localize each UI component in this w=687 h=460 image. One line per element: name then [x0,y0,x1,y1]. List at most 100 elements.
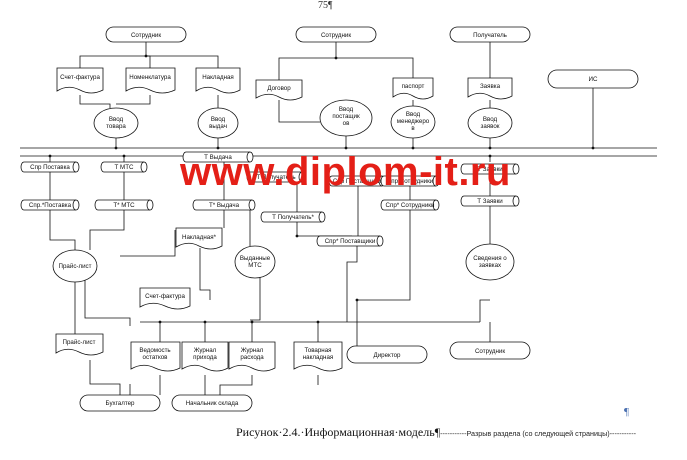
process-vvod-tovara: Ввод товара [93,107,139,139]
document-nakladnaya-star: Накладная* [175,227,223,250]
terminator-sotrudnik-top-left: Сотрудник [105,26,187,43]
svg-text:Спр Поставщики: Спр Поставщики [333,178,382,185]
store-t-vydacha: Т Выдача [182,151,254,163]
document-price-list-2: Прайс-лист [55,333,104,356]
document-vedomost-ostatkov: Ведомость остатков [130,341,181,372]
store-spr-sotrudniki: Спр Сотрудники [380,175,440,187]
document-tovarnaya-nakladnaya: Товарная накладная [293,341,343,372]
svg-text:Т Выдача: Т Выдача [204,154,232,161]
svg-text:Т МТС: Т МТС [115,164,134,171]
page-number: 75¶ [318,0,333,11]
information-model-diagram: Сотрудник Сотрудник Получатель ИС Директ… [20,26,657,412]
svg-text:Накладная: Накладная [202,74,234,81]
svg-text:паспорт: паспорт [402,83,425,90]
svg-text:Т Получатель: Т Получатель [256,174,295,181]
svg-text:Т Заявки: Т Заявки [477,198,503,205]
svg-text:МТС: МТС [248,262,262,269]
svg-text:Счет-фактура: Счет-фактура [60,74,100,81]
svg-text:заявках: заявках [479,262,502,269]
store-spr-postavshchiki-star: Спр* Поставщики [316,235,384,247]
document-zhurnal-rashoda: Журнал расхода [228,341,276,372]
store-spr-postavka-star: Спр.*Поставка [20,199,80,211]
document-pasport: паспорт [392,77,434,100]
document-schet-faktura-top: Счет-фактура [56,67,104,94]
store-t-mts-star: Т* МТС [94,199,154,211]
svg-text:Ввод: Ввод [211,116,226,123]
process-vvod-vydach: Ввод выдач [197,107,239,139]
figure-caption: Рисунок·2.4.·Информационная·модель¶-----… [236,425,636,440]
svg-text:Спр* Сотрудники: Спр* Сотрудники [386,202,435,209]
svg-text:заявок: заявок [481,123,500,130]
svg-text:Номенклатура: Номенклатура [129,74,171,81]
svg-text:Спр.*Поставка: Спр.*Поставка [29,202,72,209]
svg-text:Товарная: Товарная [304,347,331,354]
pilcrow-mark: ¶ [624,406,629,418]
store-t-mts: Т МТС [100,161,148,173]
terminator-buhgalter: Бухгалтер [79,394,161,412]
terminator-sotrudnik-bottom: Сотрудник [449,341,531,360]
store-t-poluchatel: Т Получатель [246,171,306,183]
terminator-direktor: Директор [346,345,428,364]
svg-text:Ввод: Ввод [483,116,498,123]
svg-text:товара: товара [106,123,126,130]
document-zayavka: Заявка [467,77,513,100]
sotrudnik-top-mid-label: Сотрудник [321,32,351,39]
svg-text:в: в [411,125,415,132]
terminator-nachalnik-sklada: Начальник склада [171,394,253,412]
watermark: www.diplom-it.ru [180,150,511,194]
svg-text:Журнал: Журнал [241,347,264,354]
svg-text:Выданные: Выданные [240,255,271,262]
store-t-vydacha-star: Т* Выдача [192,199,256,211]
store-t-zayavki: Т Заявки [460,163,520,175]
svg-text:Спр Поставка: Спр Поставка [30,164,70,171]
svg-text:Накладная*: Накладная* [182,234,217,241]
svg-text:Журнал: Журнал [194,347,217,354]
document-dogovor: Договор [255,79,303,101]
document-nakladnaya-top: Накладная [195,67,241,94]
direktor-label: Директор [374,352,402,359]
is-label: ИС [589,76,598,83]
svg-text:Прайс-лист: Прайс-лист [63,339,96,346]
buhgalter-label: Бухгалтер [106,400,135,407]
process-price-list-1: Прайс-лист [52,249,98,283]
sotrudnik-bottom-label: Сотрудник [475,348,505,355]
svg-text:менеджеро: менеджеро [397,118,430,125]
process-vydannye-mts: Выданные МТС [234,245,276,279]
nachalnik-sklada-label: Начальник склада [186,400,239,407]
svg-text:накладная: накладная [303,354,334,361]
svg-text:расхода: расхода [240,354,264,361]
terminator-poluchatel: Получатель [449,26,531,43]
section-break-label: -----------Разрыв раздела (со следующей … [440,429,636,438]
store-t-poluchatel-star: Т Получатель* [260,211,326,223]
svg-text:Спр Сотрудники: Спр Сотрудники [387,178,434,185]
sotrudnik-top-left-label: Сотрудник [131,32,161,39]
svg-text:прихода: прихода [193,354,217,361]
document-schet-faktura-mid: Счет-фактура [139,287,191,310]
svg-text:Договор: Договор [267,85,291,92]
svg-text:Спр* Поставщики: Спр* Поставщики [325,238,376,245]
svg-text:ов: ов [343,120,350,127]
store-t-zayavki-star: Т Заявки [460,195,520,207]
svg-text:Счет-фактура: Счет-фактура [145,293,185,300]
document-zhurnal-prihoda: Журнал прихода [181,341,229,372]
svg-text:Т Получатель*: Т Получатель* [272,214,314,221]
svg-text:выдач: выдач [209,123,227,130]
svg-text:Заявка: Заявка [480,83,501,90]
terminator-sotrudnik-top-mid: Сотрудник [295,26,377,43]
process-vvod-zayavok: Ввод заявок [467,107,513,139]
process-vvod-menedzherov: Ввод менеджеро в [390,105,436,139]
store-spr-sotrudniki-star: Спр* Сотрудники [380,199,440,211]
svg-text:Т* МТС: Т* МТС [113,202,135,209]
caption-text: Рисунок·2.4.·Информационная·модель¶ [236,425,441,439]
svg-text:Прайс-лист: Прайс-лист [59,263,92,270]
svg-text:Т Заявки: Т Заявки [477,166,503,173]
svg-text:Ввод: Ввод [109,116,124,123]
terminator-is: ИС [547,69,639,89]
process-svedeniya-o-zayavkah: Сведения о заявках [465,243,515,281]
svg-text:постащик: постащик [332,113,360,120]
poluchatel-label: Получатель [473,32,507,39]
svg-text:Ввод: Ввод [339,106,354,113]
svg-text:Ввод: Ввод [406,111,421,118]
document-nomenklatura: Номенклатура [125,67,176,94]
store-spr-postavshchiki: Спр Поставщики [328,175,386,187]
